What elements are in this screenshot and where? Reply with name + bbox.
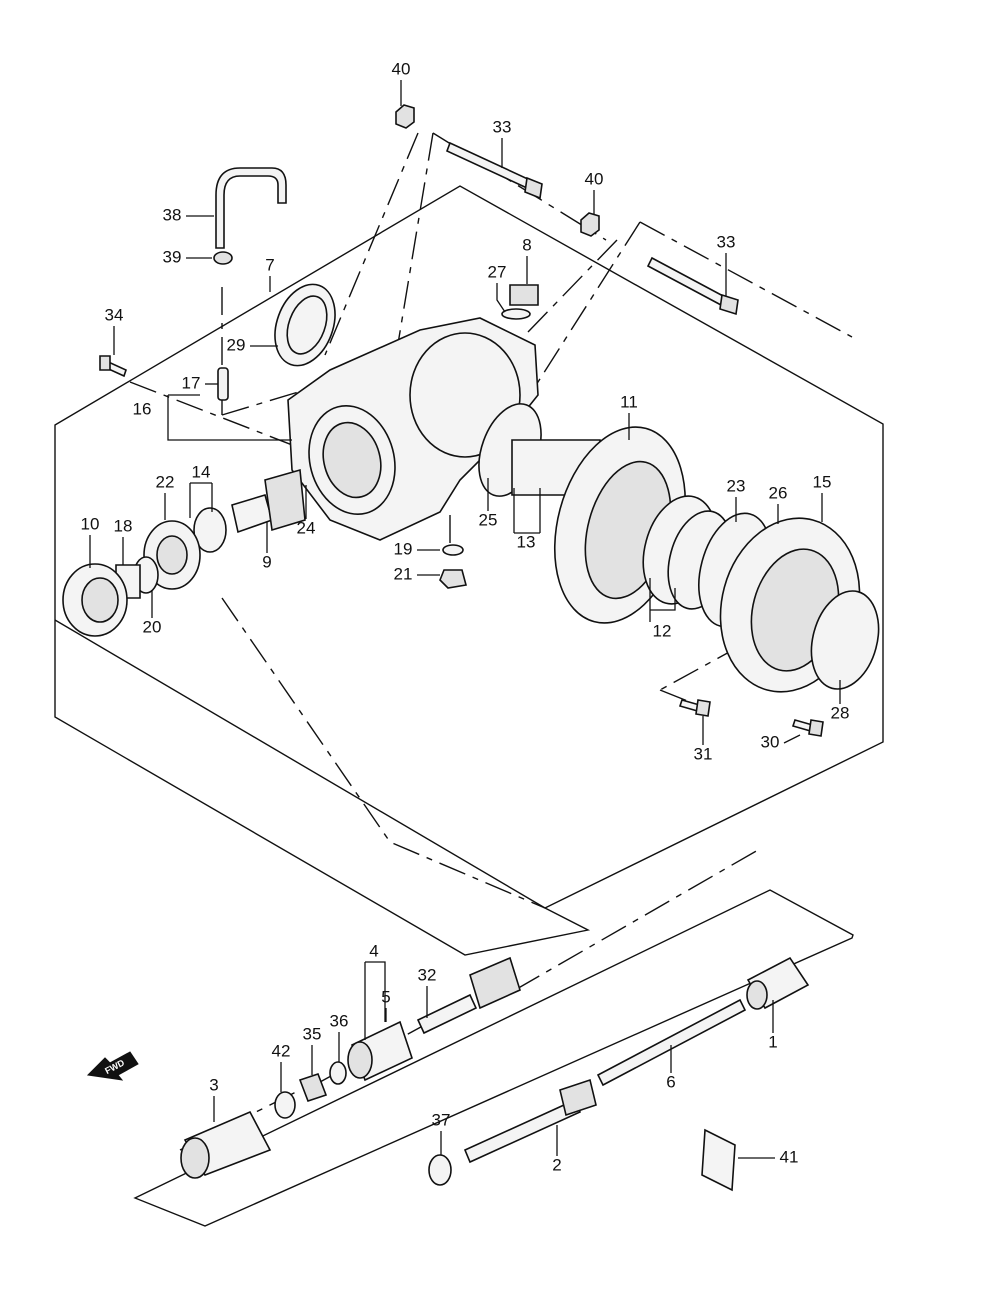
callout-40: 40 [585, 169, 604, 188]
callout-38: 38 [163, 205, 182, 224]
callout-2: 2 [552, 1155, 561, 1174]
callout-37: 37 [432, 1110, 451, 1129]
spring-6 [596, 998, 747, 1087]
callout-4: 4 [369, 941, 378, 960]
shaft-32 [416, 956, 521, 1035]
filler-cap [501, 284, 539, 320]
callout-41: 41 [780, 1147, 799, 1166]
clip-41 [701, 1128, 736, 1192]
callout-25: 25 [479, 510, 498, 529]
callout-17: 17 [182, 373, 201, 392]
callout-42: 42 [272, 1041, 291, 1060]
callout-31: 31 [694, 744, 713, 763]
callout-1: 1 [768, 1032, 777, 1051]
callout-27: 27 [488, 262, 507, 281]
callout-36: 36 [330, 1011, 349, 1030]
washer-36 [329, 1061, 347, 1085]
callout-35: 35 [303, 1024, 322, 1043]
callout-6: 6 [666, 1072, 675, 1091]
callout-3: 3 [209, 1075, 218, 1094]
hose-clamp [213, 251, 233, 265]
o-ring-42 [274, 1091, 296, 1119]
lower-assembly-frame [133, 889, 854, 1227]
joint-5 [347, 1020, 413, 1082]
callout-34: 34 [105, 305, 124, 324]
leader-lines [89, 80, 841, 1159]
callout-28: 28 [831, 703, 850, 722]
nut-top [395, 104, 600, 237]
callout-26: 26 [769, 483, 788, 502]
o-ring-37 [428, 1154, 452, 1186]
boot-1 [746, 956, 810, 1010]
callout-33: 33 [493, 117, 512, 136]
callout-21: 21 [394, 564, 413, 583]
callout-8: 8 [522, 235, 531, 254]
callout-33: 33 [717, 232, 736, 251]
callout-9: 9 [262, 552, 271, 571]
washer-and-nut [439, 544, 467, 589]
breather-hose [215, 167, 287, 249]
callout-16: 16 [133, 399, 152, 418]
callout-23: 23 [727, 476, 746, 495]
callout-32: 32 [418, 965, 437, 984]
gear-housing [287, 317, 542, 541]
forward-direction-arrow: FWD [86, 1051, 139, 1081]
callout-24: 24 [297, 518, 316, 537]
callout-22: 22 [156, 472, 175, 491]
dowel-pin [217, 367, 229, 401]
nut-35 [298, 1072, 328, 1103]
callout-40: 40 [392, 59, 411, 78]
callout-11: 11 [620, 392, 638, 411]
callout-19: 19 [394, 539, 413, 558]
callout-39: 39 [163, 247, 182, 266]
oil-seal-28 [810, 590, 880, 690]
callout-15: 15 [813, 472, 832, 491]
callout-7: 7 [265, 255, 274, 274]
coupling-3 [180, 1110, 272, 1179]
cover-bolts [678, 699, 824, 737]
callout-29: 29 [227, 335, 246, 354]
drive-pinion [231, 468, 306, 534]
callout-10: 10 [81, 514, 100, 533]
shaft-2 [463, 1078, 597, 1164]
callout-13: 13 [517, 532, 536, 551]
callout-12: 12 [653, 621, 672, 640]
spacer-14 [193, 507, 227, 553]
oil-seal [274, 283, 336, 367]
bolt-long [445, 141, 739, 316]
bolt-short-34 [99, 355, 127, 378]
callout-30: 30 [761, 732, 780, 751]
nut-10 [62, 563, 128, 637]
callout-18: 18 [114, 516, 133, 535]
callout-5: 5 [381, 987, 390, 1006]
callout-14: 14 [192, 462, 211, 481]
callout-20: 20 [143, 617, 162, 636]
